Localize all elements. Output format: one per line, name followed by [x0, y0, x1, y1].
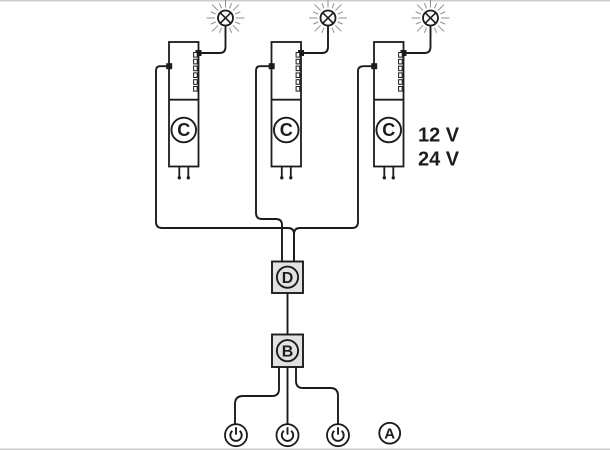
controller-label: B — [282, 343, 294, 360]
driver-body-1 — [165, 41, 203, 181]
driver-unit-3: C — [370, 0, 451, 181]
driver-body-2 — [267, 41, 305, 181]
controller-box-b: B — [271, 333, 304, 368]
power-buttons — [224, 423, 350, 448]
power-button-icon-3 — [326, 423, 350, 448]
supply-run-1 — [155, 65, 295, 262]
wiring — [155, 25, 432, 424]
driver-label-1: C — [177, 120, 190, 140]
driver-unit-2: C — [267, 0, 348, 181]
supply-run-2 — [255, 65, 283, 262]
b-output-left — [234, 367, 280, 424]
power-button-icon-2 — [275, 423, 300, 448]
lamp-lead-3 — [405, 25, 432, 54]
voltage-annotation: 12 V 24 V — [418, 125, 460, 171]
b-output-right — [295, 367, 339, 424]
distributor-box-d: D — [271, 260, 304, 294]
driver-label-3: C — [382, 120, 395, 140]
driver-label-2: C — [280, 120, 293, 140]
lamp-lead-2 — [303, 25, 329, 54]
voltage-label-12v: 12 V — [418, 125, 460, 147]
callout-a: A — [378, 421, 402, 445]
driver-body-3 — [370, 41, 408, 181]
callout-label: A — [384, 426, 395, 443]
power-button-icon-1 — [224, 423, 248, 448]
lamp-lead-1 — [200, 25, 227, 54]
supply-run-3 — [293, 65, 372, 262]
driver-unit-1: C — [165, 0, 246, 181]
voltage-label-24v: 24 V — [418, 149, 460, 171]
distributor-label: D — [282, 270, 294, 287]
